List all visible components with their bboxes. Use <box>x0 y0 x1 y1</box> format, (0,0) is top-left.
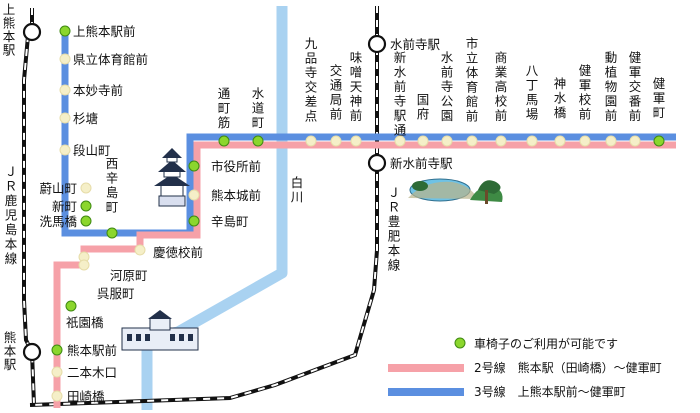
jr-station-marker-2 <box>367 34 387 54</box>
jr-station-marker-1 <box>22 342 42 362</box>
stop-marker-s10-accessible <box>188 160 200 172</box>
stop-marker-s13 <box>134 244 146 256</box>
stop-label-s03: 本妙寺前 <box>73 83 123 98</box>
jr-line-label-hohi: ＪＲ豊肥本線 <box>388 185 401 273</box>
stop-label-s14: 河原町 <box>110 268 148 283</box>
stop-marker-s21-accessible <box>252 135 264 147</box>
stop-marker-s22 <box>305 135 317 147</box>
legend: 車椅子のご利用が可能です 2号線 熊本駅（田崎橋）～健軍町 3号線 上熊本駅前～健軍… <box>388 336 662 399</box>
stop-marker-s23 <box>330 135 342 147</box>
stop-label-s01: 上熊本駅前 <box>73 24 136 39</box>
jr-station-marker-3 <box>367 153 387 173</box>
stop-label-s30: 八丁馬場 <box>526 63 539 122</box>
jr-line-labels: ＪＲ鹿児島本線 ＪＲ豊肥本線 <box>5 164 401 273</box>
stop-label-s15: 呉服町 <box>97 286 135 301</box>
stop-marker-s26 <box>417 135 429 147</box>
stop-label-s22: 九品寺交差点 <box>305 36 318 124</box>
jr-line-label-kagoshima: ＪＲ鹿児島本線 <box>5 164 18 266</box>
stop-label-s06: 蔚山町 <box>39 181 77 196</box>
stop-marker-s12-accessible <box>188 215 200 227</box>
stop-label-s18: 二本木口 <box>67 365 117 380</box>
jr-hohi-line <box>29 6 379 407</box>
stop-marker-s32 <box>579 135 591 147</box>
stop-marker-s34 <box>629 135 641 147</box>
stop-label-s23: 交通局前 <box>330 63 343 122</box>
river-label: 白川 <box>291 175 304 205</box>
jr-station-marker-0 <box>22 22 42 42</box>
stop-label-s29: 商業高校前 <box>495 50 508 123</box>
stop-label-s08: 洗馬橋 <box>39 214 77 229</box>
jr-station-label-2: 水前寺駅 <box>390 37 441 52</box>
stop-label-s26: 国府 <box>417 92 430 122</box>
kumamoto-castle-illustration <box>154 148 190 207</box>
stop-marker-s25 <box>394 135 406 147</box>
jr-station-label-3: 新水前寺駅 <box>390 156 453 171</box>
stop-marker-s15 <box>78 259 90 271</box>
stop-label-s31: 神水橋 <box>554 76 567 120</box>
stop-marker-s30 <box>526 135 538 147</box>
kumamoto-station-illustration <box>121 310 199 351</box>
stop-label-s17: 熊本駅前 <box>67 343 117 358</box>
legend-accessible-label: 車椅子のご利用が可能です <box>474 336 618 351</box>
stop-label-s02: 県立体育館前 <box>73 52 148 67</box>
legend-line3-swatch <box>388 388 464 396</box>
stop-marker-s03 <box>59 84 71 96</box>
stop-marker-s31 <box>554 135 566 147</box>
stop-label-s13: 慶徳校前 <box>153 245 203 260</box>
stop-marker-s05 <box>59 144 71 156</box>
stop-marker-s16-accessible <box>65 300 77 312</box>
stop-label-s19: 田崎橋 <box>67 389 105 404</box>
stop-label-s11: 熊本城前 <box>211 188 261 203</box>
stop-label-s25: 新水前寺駅通 <box>394 50 407 138</box>
stop-label-s09: 西辛島町 <box>106 156 119 215</box>
stop-label-s05: 段山町 <box>73 143 111 158</box>
legend-line2-swatch <box>388 364 464 372</box>
stop-marker-s06 <box>80 182 92 194</box>
legend-line2-label: 2号線 熊本駅（田崎橋）～健軍町 <box>474 360 662 375</box>
stop-marker-s09-accessible <box>106 227 118 239</box>
stop-label-s16: 祇園橋 <box>66 315 104 330</box>
stop-marker-s04 <box>59 112 71 124</box>
stop-label-s27: 水前寺公園 <box>441 50 454 123</box>
stop-marker-s27 <box>441 135 453 147</box>
jr-station-label-0: 上熊本駅 <box>3 2 16 58</box>
stop-label-s24: 味噌天神前 <box>350 50 363 123</box>
river-name-label: 白川 <box>291 175 304 205</box>
stop-label-s34: 健軍交番前 <box>629 50 642 123</box>
jr-station-label-1: 熊本駅 <box>4 330 17 372</box>
stop-label-s20: 通町筋 <box>218 86 231 130</box>
stop-marker-s28 <box>466 135 478 147</box>
stop-marker-s33 <box>605 135 617 147</box>
stop-marker-s17-accessible <box>51 344 63 356</box>
stop-label-s07: 新町 <box>52 199 77 214</box>
stop-label-s28: 市立体育館前 <box>466 36 479 124</box>
legend-line3-label: 3号線 上熊本駅前～健軍町 <box>474 384 626 399</box>
stop-marker-s11 <box>188 189 200 201</box>
stop-label-s33: 動植物園前 <box>605 50 618 123</box>
stop-label-s10: 市役所前 <box>211 159 261 174</box>
stop-marker-s29 <box>495 135 507 147</box>
stop-label-s32: 健軍校前 <box>579 63 592 122</box>
stop-marker-s02 <box>59 53 71 65</box>
stop-marker-s18 <box>51 366 63 378</box>
stop-marker-s08-accessible <box>80 215 92 227</box>
legend-accessible-marker <box>454 337 466 349</box>
stop-label-s35: 健軍町 <box>653 76 666 120</box>
stop-marker-s20-accessible <box>218 135 230 147</box>
stop-marker-s35-accessible <box>653 135 665 147</box>
stop-marker-s07-accessible <box>80 200 92 212</box>
stop-label-s21: 水道町 <box>252 86 265 130</box>
stop-label-s12: 辛島町 <box>211 214 249 229</box>
stop-marker-s24 <box>350 135 362 147</box>
stop-label-s04: 杉塘 <box>73 111 98 126</box>
stop-marker-s19 <box>51 390 63 402</box>
suizenji-garden-illustration <box>408 178 503 204</box>
stop-marker-s01-accessible <box>59 25 71 37</box>
line3-route <box>61 28 676 237</box>
